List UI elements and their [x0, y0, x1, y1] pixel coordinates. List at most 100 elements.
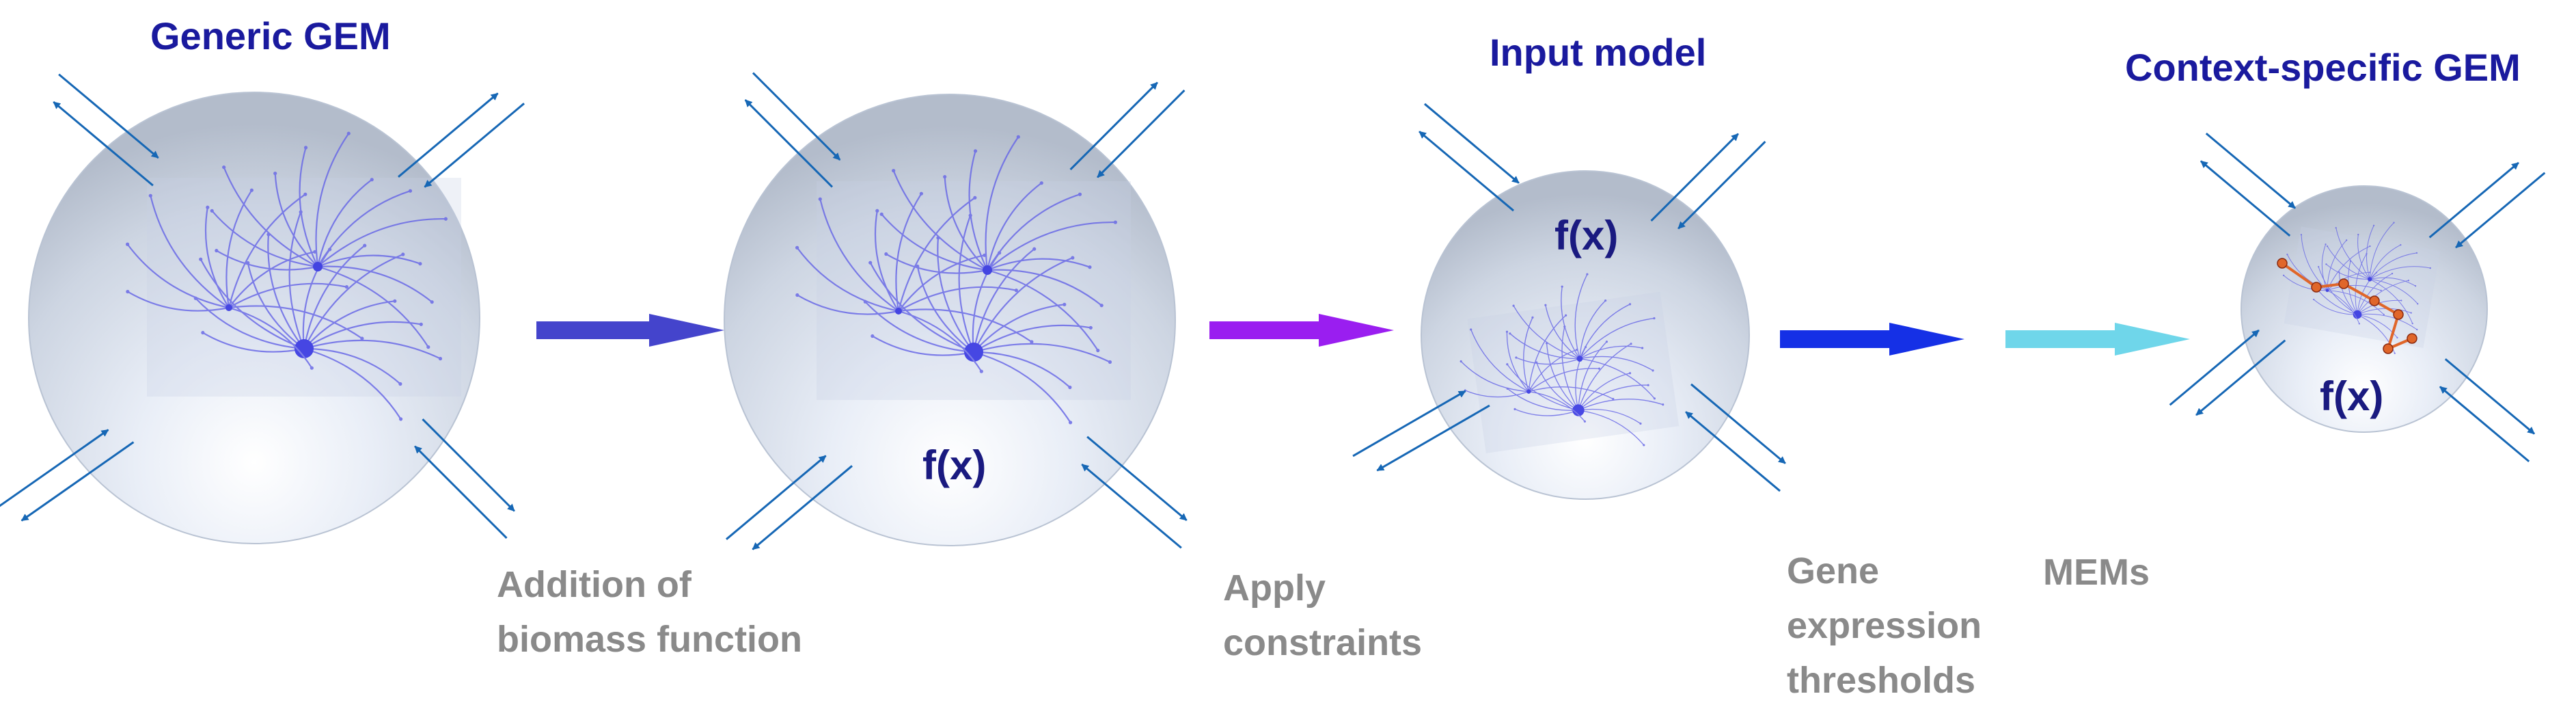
network-node [2282, 274, 2285, 277]
network-edge [195, 297, 305, 350]
network-node [1643, 444, 1645, 446]
port-arrow-in [1424, 103, 1520, 184]
port-arrow-in [1690, 383, 1786, 464]
port-arrow-out [424, 103, 525, 188]
network-edge [2327, 290, 2360, 324]
network-edge [150, 195, 230, 308]
network-edge [274, 173, 318, 267]
network-node [344, 285, 348, 289]
port-biomass-top-left [744, 72, 841, 188]
input-model-fx-label: f(x) [1554, 213, 1619, 258]
network-edge [211, 210, 318, 268]
network-hub [294, 339, 314, 358]
network-edge [204, 207, 230, 308]
network-node [818, 197, 822, 201]
network-node [2380, 289, 2382, 291]
network-node [1565, 314, 1567, 317]
network-panel [1467, 291, 1680, 453]
network-edge [1578, 408, 1641, 425]
port-arrow-out [1097, 89, 1186, 178]
network-edge [303, 245, 366, 349]
network-node [868, 261, 873, 265]
network-edge [944, 176, 988, 271]
network-edge [228, 305, 363, 339]
network-node [2313, 298, 2315, 301]
port-biomass-bottom-left [726, 455, 853, 550]
generic-gem-title: Generic GEM [150, 14, 391, 57]
network-edge [2369, 244, 2401, 280]
network-node [273, 171, 277, 176]
network-edge [1465, 390, 1529, 398]
network-node [1512, 304, 1515, 307]
network-node [1108, 360, 1112, 364]
network-edge [1578, 399, 1663, 411]
network-edge [2357, 314, 2398, 338]
network-node [126, 289, 130, 294]
network-node [1099, 304, 1104, 308]
network-hub [2325, 289, 2329, 293]
network-edge [987, 269, 1099, 351]
network-node [1014, 289, 1018, 293]
port-context-bottom-right [2439, 358, 2535, 463]
network-node [148, 194, 152, 198]
network-edge [881, 213, 988, 271]
network-edge [288, 211, 305, 349]
port-generic-top-right [398, 92, 525, 188]
port-generic-bottom-right [414, 418, 515, 539]
network-edge [1578, 410, 1645, 446]
network-edge [2369, 252, 2417, 280]
network-edge [225, 189, 253, 308]
network-node [1039, 181, 1043, 185]
network-edge [267, 234, 305, 349]
network-edge [987, 258, 1091, 271]
network-edge [228, 282, 347, 308]
network-edge [1523, 317, 1533, 392]
network-node [1113, 220, 1117, 224]
step-label-apply-constraints: Apply constraints [1223, 561, 1422, 670]
generic-gem-network [125, 131, 461, 421]
biomass-gem-network [795, 135, 1131, 425]
network-edge [317, 265, 429, 348]
network-hub [2368, 277, 2372, 282]
network-edge [1561, 286, 1580, 359]
network-node [879, 212, 883, 216]
port-arrow-out [1685, 411, 1781, 492]
network-edge [1561, 326, 1579, 411]
network-node [201, 330, 205, 335]
network-edge [1536, 362, 1579, 411]
network-node [2415, 252, 2418, 254]
network-edge [1579, 300, 1606, 359]
network-node [222, 165, 226, 170]
port-arrow-out [1419, 131, 1514, 212]
network-edge [303, 254, 404, 349]
network-node [1088, 325, 1093, 330]
network-node [1561, 285, 1563, 288]
network-node [1032, 247, 1037, 251]
network-node [393, 299, 397, 303]
network-edge [2327, 290, 2385, 315]
network-node [2417, 303, 2419, 305]
network-edge [898, 308, 1032, 343]
network-edge [2357, 280, 2409, 315]
network-edge [797, 294, 899, 315]
network-node [2369, 245, 2371, 248]
network-node [2325, 243, 2327, 245]
port-context-bottom-left [2169, 329, 2286, 416]
network-node [1583, 420, 1587, 423]
network-edge [898, 286, 1017, 312]
network-node [2368, 271, 2371, 274]
port-arrow-in [726, 455, 827, 540]
network-node [398, 382, 402, 386]
network-node [1078, 192, 1082, 196]
network-node [892, 168, 896, 173]
network-node [398, 417, 403, 421]
arrow-mems [2005, 323, 2190, 356]
network-node [2372, 224, 2375, 227]
network-edge [1579, 304, 1630, 359]
network-edge [864, 301, 974, 354]
network-node [2391, 272, 2394, 275]
port-arrow-out [744, 99, 834, 188]
network-node [2407, 280, 2410, 282]
network-edge [1545, 305, 1580, 360]
